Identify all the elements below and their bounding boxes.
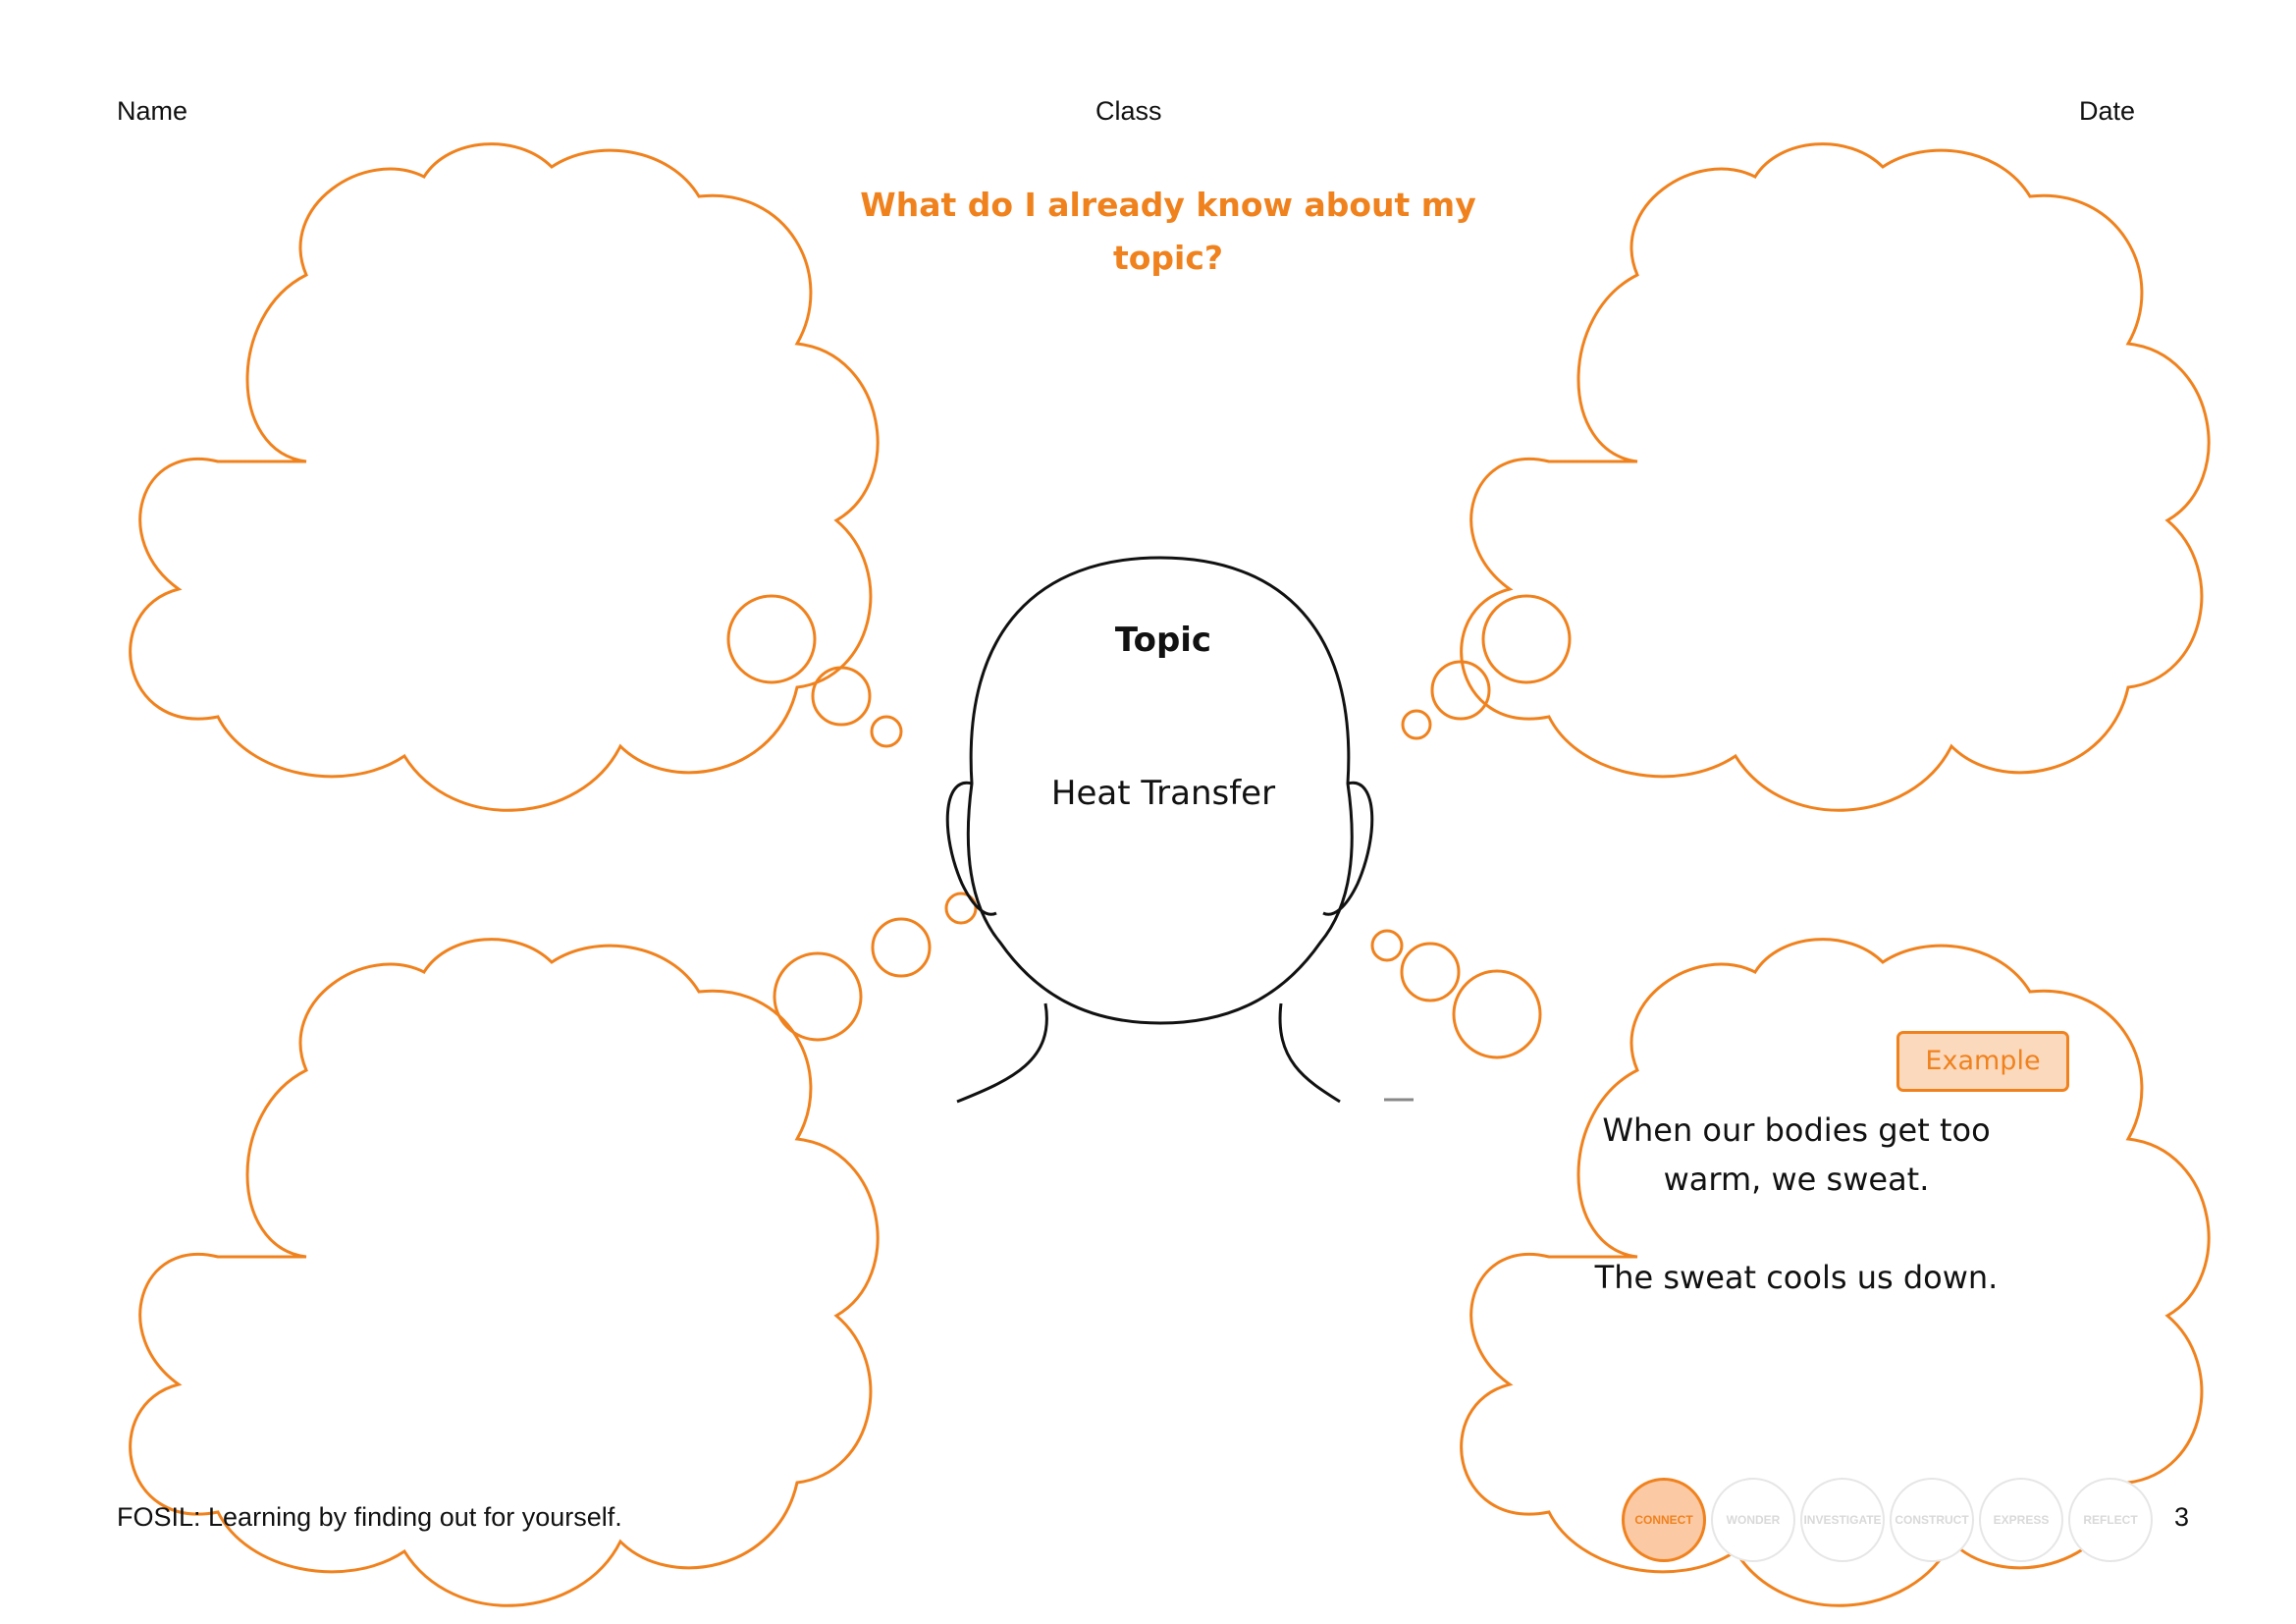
thought-cloud-top-left[interactable]	[129, 142, 880, 812]
example-line-2: warm, we sweat.	[1663, 1161, 1930, 1198]
example-line-3: The sweat cools us down.	[1594, 1259, 1999, 1296]
stage-reflect: REFLECT	[2068, 1478, 2153, 1562]
stage-express: EXPRESS	[1979, 1478, 2063, 1562]
thought-cloud-top-right[interactable]	[1460, 142, 2211, 812]
question-line-1: What do I already know about my	[860, 186, 1476, 224]
stage-wonder: WONDER	[1711, 1478, 1795, 1562]
topic-value: Heat Transfer	[1050, 774, 1276, 813]
stage-construct: CONSTRUCT	[1890, 1478, 1974, 1562]
head-outline-icon	[945, 556, 1414, 1104]
example-badge: Example	[1896, 1031, 2069, 1092]
example-line-1: When our bodies get too	[1602, 1111, 1991, 1149]
question-line-2: topic?	[1112, 239, 1224, 277]
example-answer: When our bodies get too warm, we sweat. …	[1541, 1106, 2052, 1302]
worksheet-question: What do I already know about my topic?	[825, 179, 1512, 285]
footer-tagline: FOSIL: Learning by finding out for yours…	[117, 1502, 622, 1532]
stage-investigate: INVESTIGATE	[1800, 1478, 1885, 1562]
page-number: 3	[2174, 1502, 2190, 1532]
name-label: Name	[117, 96, 188, 126]
date-label: Date	[2079, 96, 2136, 126]
class-label: Class	[1095, 96, 1162, 126]
stage-connect: CONNECT	[1622, 1478, 1706, 1562]
thought-bubbles	[726, 594, 1572, 1059]
topic-heading: Topic	[1114, 621, 1212, 660]
